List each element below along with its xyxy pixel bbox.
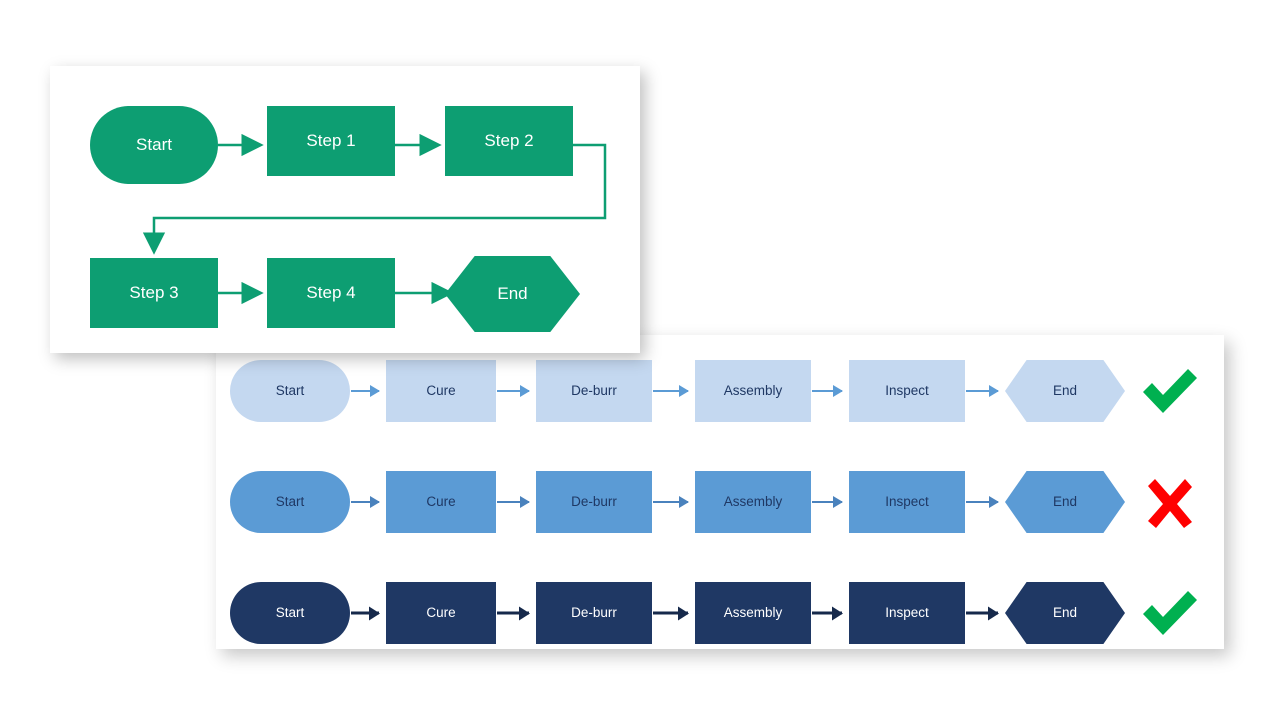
green-node-step1[interactable]: Step 1 bbox=[267, 106, 395, 176]
green-flowchart: Start Step 1 Step 2 Step 3 Step 4 End bbox=[50, 66, 640, 353]
connector-deburr-to-assembly-light bbox=[653, 390, 688, 392]
green-flowchart-card: Start Step 1 Step 2 Step 3 Step 4 End bbox=[50, 66, 640, 353]
node-assembly-dark[interactable]: Assembly bbox=[695, 582, 811, 644]
status-check-icon-row-light bbox=[1116, 343, 1224, 439]
node-label: End bbox=[1052, 493, 1078, 509]
connector-inspect-to-end-dark bbox=[966, 611, 998, 615]
node-end-dark[interactable]: End bbox=[1005, 582, 1125, 644]
node-label: Start bbox=[275, 382, 305, 398]
node-inspect-dark[interactable]: Inspect bbox=[849, 582, 965, 644]
node-start-medium[interactable]: Start bbox=[230, 471, 350, 533]
process-row-medium-steps: Start Cure De-burr Assembly Inspect bbox=[216, 454, 1125, 550]
connector-inspect-to-end-light bbox=[966, 390, 998, 392]
green-node-step4[interactable]: Step 4 bbox=[267, 258, 395, 328]
process-row-medium[interactable]: Start Cure De-burr Assembly Inspect bbox=[216, 454, 1224, 550]
node-start-light[interactable]: Start bbox=[230, 360, 350, 422]
process-row-light[interactable]: Start Cure De-burr Assembly Inspect bbox=[216, 343, 1224, 439]
process-row-dark-steps: Start Cure De-burr Assembly Inspect bbox=[216, 565, 1125, 661]
connector-start-to-cure-medium bbox=[351, 501, 379, 503]
node-end-medium[interactable]: End bbox=[1005, 471, 1125, 533]
connector-assembly-to-inspect-dark bbox=[812, 611, 842, 615]
node-label: Inspect bbox=[885, 493, 929, 509]
node-label: Assembly bbox=[723, 604, 783, 620]
node-label: Inspect bbox=[885, 382, 929, 398]
connector-start-to-cure-light bbox=[351, 390, 379, 392]
node-label: Step 3 bbox=[129, 283, 179, 302]
connector-inspect-to-end-medium bbox=[966, 501, 998, 503]
node-label: Assembly bbox=[723, 493, 783, 509]
node-cure-light[interactable]: Cure bbox=[386, 360, 496, 422]
process-row-dark[interactable]: Start Cure De-burr Assembly Inspect bbox=[216, 565, 1224, 661]
node-inspect-medium[interactable]: Inspect bbox=[849, 471, 965, 533]
process-row-light-steps: Start Cure De-burr Assembly Inspect bbox=[216, 343, 1125, 439]
node-label: Step 1 bbox=[306, 131, 356, 150]
node-label: Inspect bbox=[885, 604, 929, 620]
node-label: Start bbox=[136, 135, 172, 154]
connector-cure-to-deburr-medium bbox=[497, 501, 529, 503]
node-deburr-dark[interactable]: De-burr bbox=[536, 582, 652, 644]
green-node-step3[interactable]: Step 3 bbox=[90, 258, 218, 328]
node-deburr-medium[interactable]: De-burr bbox=[536, 471, 652, 533]
connector-cure-to-deburr-dark bbox=[497, 611, 529, 615]
node-deburr-light[interactable]: De-burr bbox=[536, 360, 652, 422]
connector-start-to-cure-dark bbox=[351, 611, 379, 615]
connector-assembly-to-inspect-medium bbox=[812, 501, 842, 503]
green-node-end[interactable]: End bbox=[445, 256, 580, 332]
node-label: Cure bbox=[426, 382, 456, 398]
status-cross-icon-row-medium bbox=[1116, 454, 1224, 550]
node-label: Step 4 bbox=[306, 283, 356, 302]
node-label: Start bbox=[275, 604, 305, 620]
connector-assembly-to-inspect-light bbox=[812, 390, 842, 392]
node-assembly-medium[interactable]: Assembly bbox=[695, 471, 811, 533]
node-end-light[interactable]: End bbox=[1005, 360, 1125, 422]
process-variants-panel: Start Cure De-burr Assembly Inspect bbox=[216, 335, 1224, 649]
green-node-start[interactable]: Start bbox=[90, 106, 218, 184]
node-cure-dark[interactable]: Cure bbox=[386, 582, 496, 644]
status-check-icon-row-dark bbox=[1116, 565, 1224, 661]
node-label: Assembly bbox=[723, 382, 783, 398]
node-label: Start bbox=[275, 493, 305, 509]
node-cure-medium[interactable]: Cure bbox=[386, 471, 496, 533]
node-label: Step 2 bbox=[484, 131, 534, 150]
node-label: End bbox=[497, 284, 528, 303]
node-label: Cure bbox=[426, 493, 456, 509]
node-label: End bbox=[1052, 604, 1078, 620]
node-label: Cure bbox=[426, 604, 456, 620]
node-label: De-burr bbox=[571, 493, 617, 509]
node-assembly-light[interactable]: Assembly bbox=[695, 360, 811, 422]
node-inspect-light[interactable]: Inspect bbox=[849, 360, 965, 422]
connector-deburr-to-assembly-medium bbox=[653, 501, 688, 503]
node-label: De-burr bbox=[571, 382, 617, 398]
node-label: End bbox=[1052, 382, 1078, 398]
node-start-dark[interactable]: Start bbox=[230, 582, 350, 644]
node-label: De-burr bbox=[571, 604, 617, 620]
connector-deburr-to-assembly-dark bbox=[653, 611, 688, 615]
connector-cure-to-deburr-light bbox=[497, 390, 529, 392]
green-node-step2[interactable]: Step 2 bbox=[445, 106, 573, 176]
